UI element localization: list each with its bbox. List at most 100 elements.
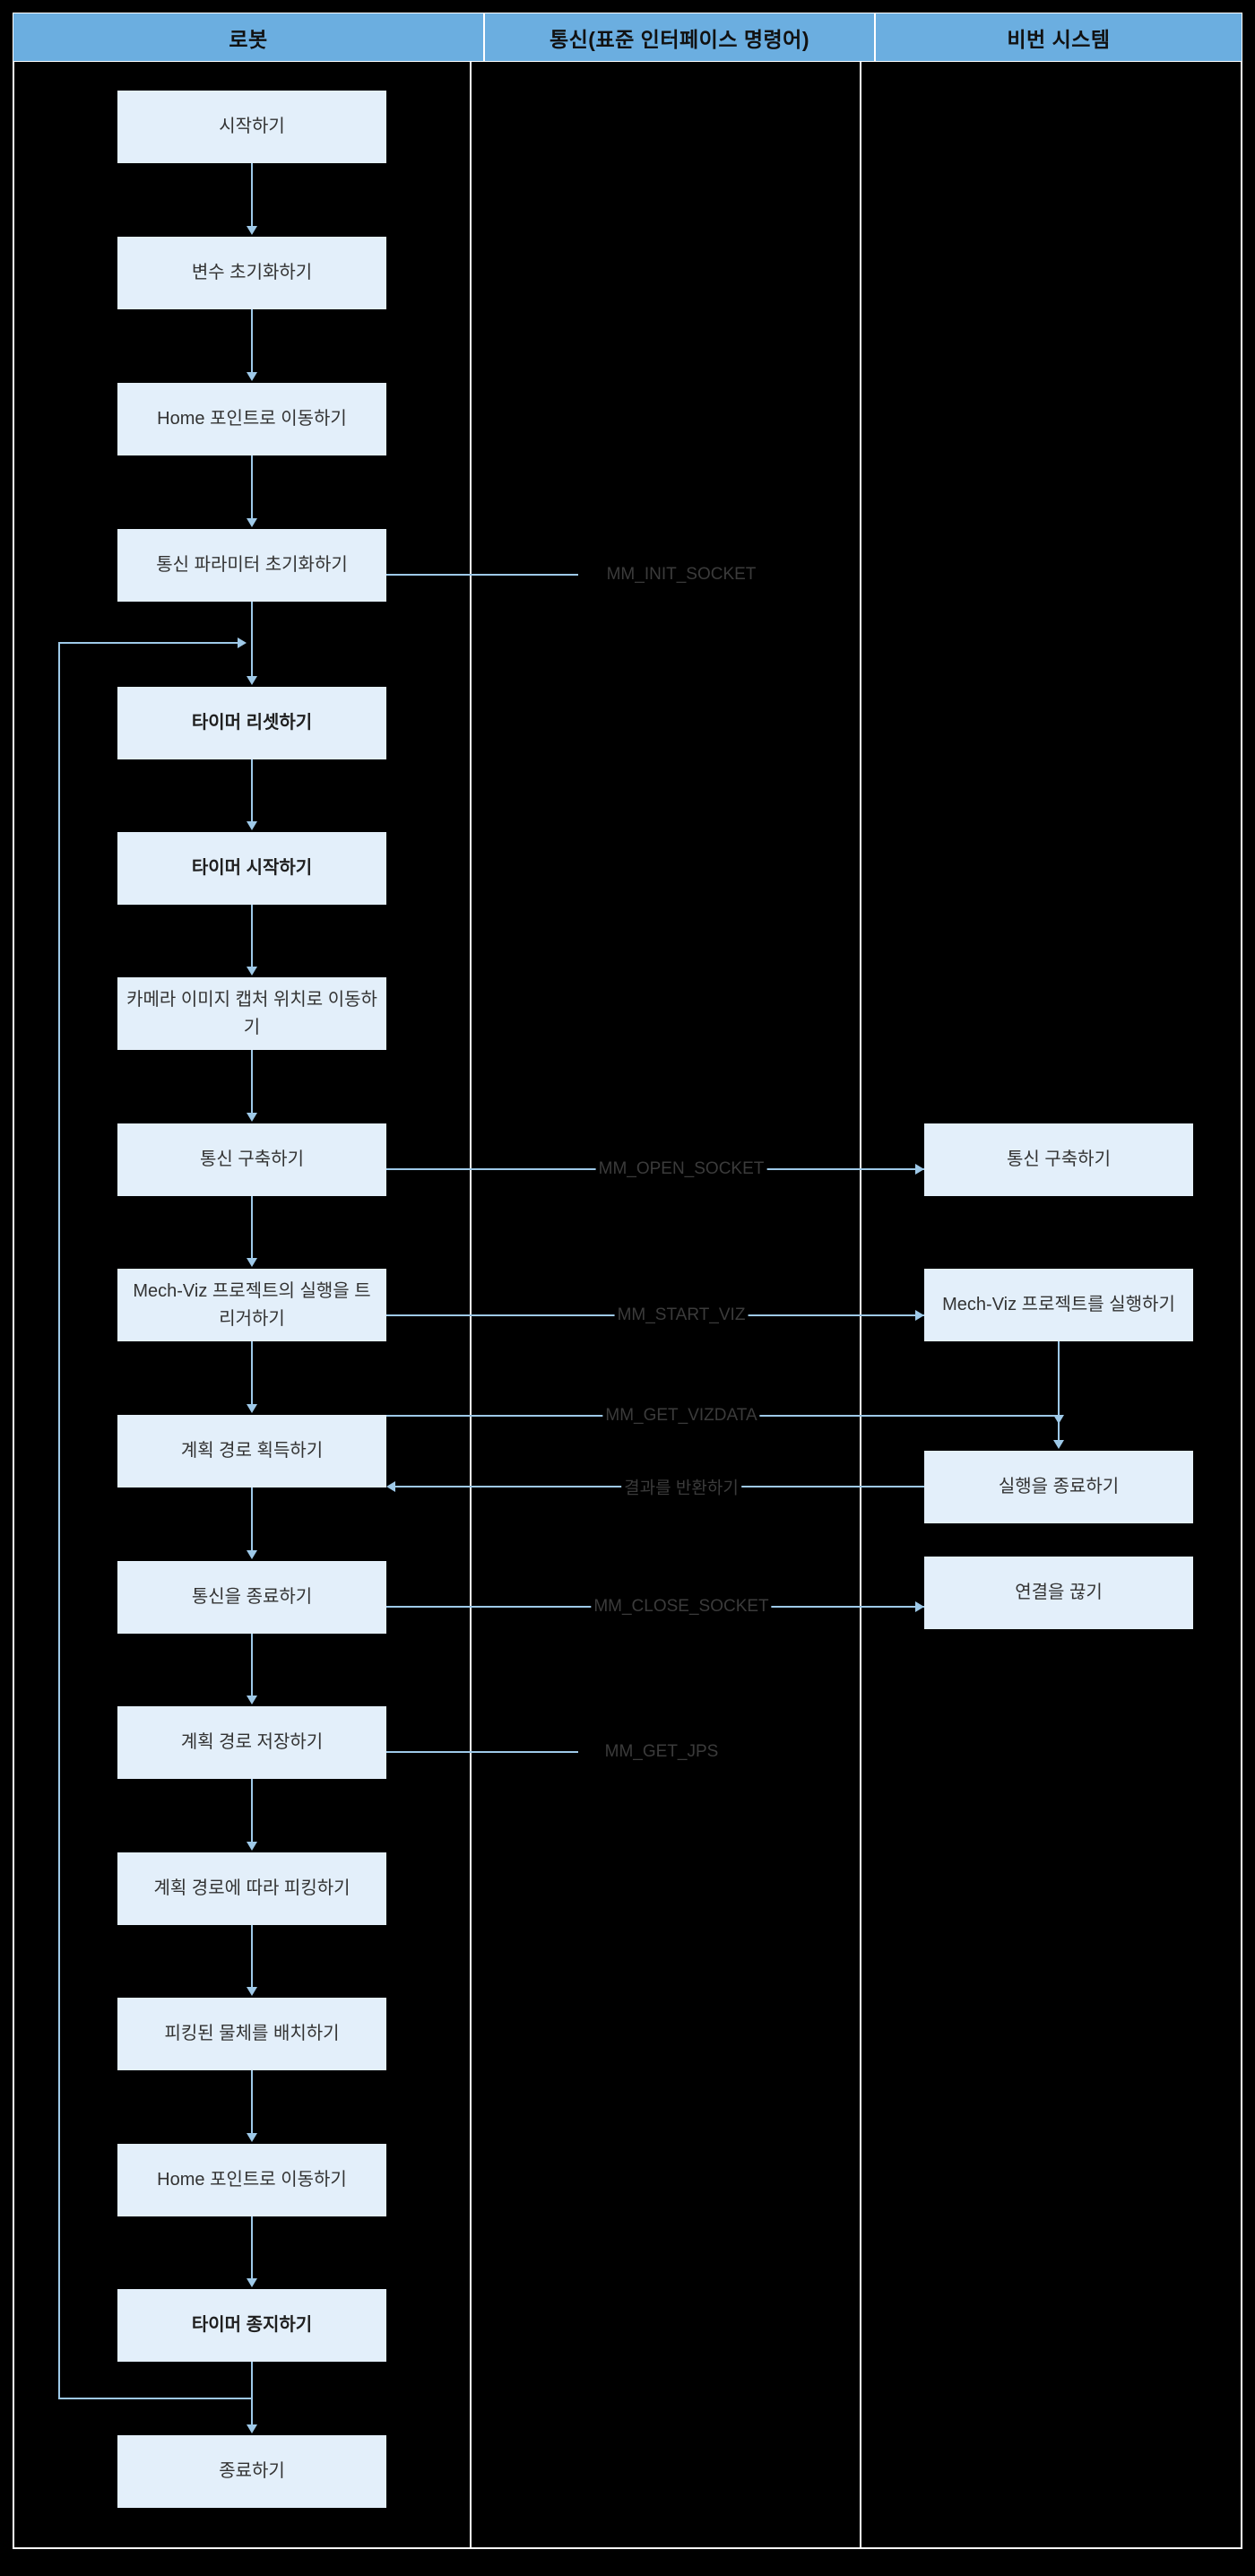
connector-start-to-init-vars [251, 163, 253, 226]
lane-divider-1 [470, 62, 472, 2547]
node-label: 변수 초기화하기 [191, 263, 313, 282]
node-pick-along[interactable]: 계획 경로에 따라 피킹하기 [117, 1852, 386, 1925]
lane-divider-2 [860, 62, 861, 2547]
node-trigger-viz[interactable]: Mech-Viz 프로젝트의 실행을 트리거하기 [117, 1269, 386, 1341]
node-label: 타이머 리셋하기 [191, 713, 313, 733]
arrowhead-move-home-1 [247, 372, 257, 381]
connector-move-capture-to-build-comm [251, 1050, 253, 1113]
loopback-left-segment [58, 642, 60, 2399]
frame-right-border [1241, 62, 1242, 2547]
arrowhead-build-comm [247, 1113, 257, 1122]
node-label: Mech-Viz 프로젝트의 실행을 트리거하기 [133, 1280, 371, 1329]
node-vision-finish-run[interactable]: 실행을 종료하기 [924, 1451, 1193, 1523]
node-timer-reset[interactable]: 타이머 리셋하기 [117, 687, 386, 759]
arrowhead-place-object [247, 1987, 257, 1996]
node-save-path[interactable]: 계획 경로 저장하기 [117, 1706, 386, 1779]
node-label: 통신 파라미터 초기화하기 [156, 555, 348, 575]
message-line-get-jps [386, 1751, 578, 1753]
message-label-get-vizdata: MM_GET_VIZDATA [602, 1406, 760, 1426]
arrowhead-save-path [247, 1696, 257, 1704]
frame-bottom-border [13, 2547, 1242, 2549]
node-label: 계획 경로 저장하기 [180, 1732, 324, 1752]
arrowhead-init-comm-param [247, 518, 257, 527]
arrowhead-return-result [386, 1481, 395, 1492]
node-move-home-1[interactable]: Home 포인트로 이동하기 [117, 383, 386, 455]
node-init-vars[interactable]: 변수 초기화하기 [117, 237, 386, 309]
node-label: 실행을 종료하기 [998, 1477, 1120, 1496]
lane-header-robot: 로봇 [13, 13, 484, 62]
lane-header-communication: 통신(표준 인터페이스 명령어) [484, 13, 875, 62]
connector-build-comm-to-trigger-viz [251, 1196, 253, 1258]
arrowhead-loopback-junction [238, 637, 247, 648]
node-label: 타이머 시작하기 [191, 858, 313, 878]
arrowhead-pick-along [247, 1842, 257, 1851]
connector-timer-stop-to-end [251, 2362, 253, 2424]
node-close-comm[interactable]: 통신을 종료하기 [117, 1561, 386, 1634]
node-move-home-2[interactable]: Home 포인트로 이동하기 [117, 2144, 386, 2216]
node-label: Home 포인트로 이동하기 [157, 2170, 347, 2190]
arrowhead-init-vars [247, 226, 257, 235]
arrowhead-timer-start [247, 821, 257, 830]
node-label: 피킹된 물체를 배치하기 [164, 2024, 340, 2043]
message-line-init-socket [386, 574, 578, 576]
node-build-comm[interactable]: 통신 구축하기 [117, 1123, 386, 1196]
node-vision-run-viz[interactable]: Mech-Viz 프로젝트를 실행하기 [924, 1269, 1193, 1341]
arrowhead-start-viz [915, 1310, 924, 1321]
node-timer-stop[interactable]: 타이머 종지하기 [117, 2289, 386, 2362]
node-label: 시작하기 [219, 117, 285, 136]
arrowhead-trigger-viz [247, 1258, 257, 1267]
connector-timer-reset-to-timer-start [251, 759, 253, 821]
node-label: 종료하기 [219, 2461, 285, 2481]
arrowhead-get-path [247, 1404, 257, 1413]
connector-timer-start-to-move-capture [251, 905, 253, 967]
node-get-path[interactable]: 계획 경로 획득하기 [117, 1415, 386, 1487]
connector-close-comm-to-save-path [251, 1634, 253, 1696]
node-label: 계획 경로에 따라 피킹하기 [153, 1878, 351, 1898]
message-label-close-socket: MM_CLOSE_SOCKET [591, 1597, 772, 1617]
loopback-top-segment [58, 642, 238, 644]
node-move-capture[interactable]: 카메라 이미지 캡처 위치로 이동하기 [117, 977, 386, 1050]
connector-init-comm-to-timer-reset [251, 602, 253, 676]
node-label: 타이머 종지하기 [191, 2315, 313, 2335]
arrowhead-move-capture [247, 967, 257, 976]
node-init-comm-param[interactable]: 통신 파라미터 초기화하기 [117, 529, 386, 602]
arrowhead-close-socket [915, 1601, 924, 1612]
node-label: 카메라 이미지 캡처 위치로 이동하기 [126, 989, 377, 1037]
connector-trigger-viz-to-get-path [251, 1341, 253, 1404]
message-label-init-socket: MM_INIT_SOCKET [603, 565, 759, 585]
arrowhead-close-comm [247, 1550, 257, 1559]
node-label: 계획 경로 획득하기 [180, 1441, 324, 1461]
arrowhead-end [247, 2424, 257, 2433]
node-timer-start[interactable]: 타이머 시작하기 [117, 832, 386, 905]
node-start[interactable]: 시작하기 [117, 91, 386, 163]
arrowhead-timer-reset [247, 676, 257, 685]
message-label-open-socket: MM_OPEN_SOCKET [595, 1159, 767, 1179]
arrowhead-vision-finish-run [1053, 1440, 1064, 1449]
loopback-bottom-segment [58, 2398, 252, 2399]
node-label: 연결을 끊기 [1015, 1583, 1103, 1602]
node-label: 통신을 종료하기 [191, 1587, 313, 1607]
connector-place-object-to-move-home-2 [251, 2070, 253, 2133]
lane-title-vision-system: 비번 시스템 [1007, 27, 1111, 51]
node-label: 통신 구축하기 [200, 1149, 304, 1169]
message-label-get-jps: MM_GET_JPS [602, 1742, 722, 1762]
connector-move-home-to-init-comm [251, 455, 253, 518]
arrowhead-move-home-2 [247, 2133, 257, 2142]
lane-title-robot: 로봇 [229, 27, 268, 51]
message-label-return-result: 결과를 반환하기 [621, 1474, 741, 1499]
node-vision-build-comm[interactable]: 통신 구축하기 [924, 1123, 1193, 1196]
lane-header-vision-system: 비번 시스템 [875, 13, 1242, 62]
connector-init-vars-to-move-home [251, 309, 253, 372]
frame-left-border [13, 62, 14, 2547]
connector-save-path-to-pick-along [251, 1779, 253, 1842]
node-end[interactable]: 종료하기 [117, 2435, 386, 2508]
connector-get-path-to-close-comm [251, 1487, 253, 1550]
connector-pick-along-to-place-object [251, 1925, 253, 1987]
node-label: Mech-Viz 프로젝트를 실행하기 [942, 1295, 1175, 1314]
lane-title-communication: 통신(표준 인터페이스 명령어) [549, 27, 810, 51]
arrowhead-open-socket [915, 1164, 924, 1175]
connector-vision-run-viz-to-finish-run [1058, 1341, 1060, 1440]
node-vision-disconnect[interactable]: 연결을 끊기 [924, 1557, 1193, 1629]
node-place-object[interactable]: 피킹된 물체를 배치하기 [117, 1998, 386, 2070]
